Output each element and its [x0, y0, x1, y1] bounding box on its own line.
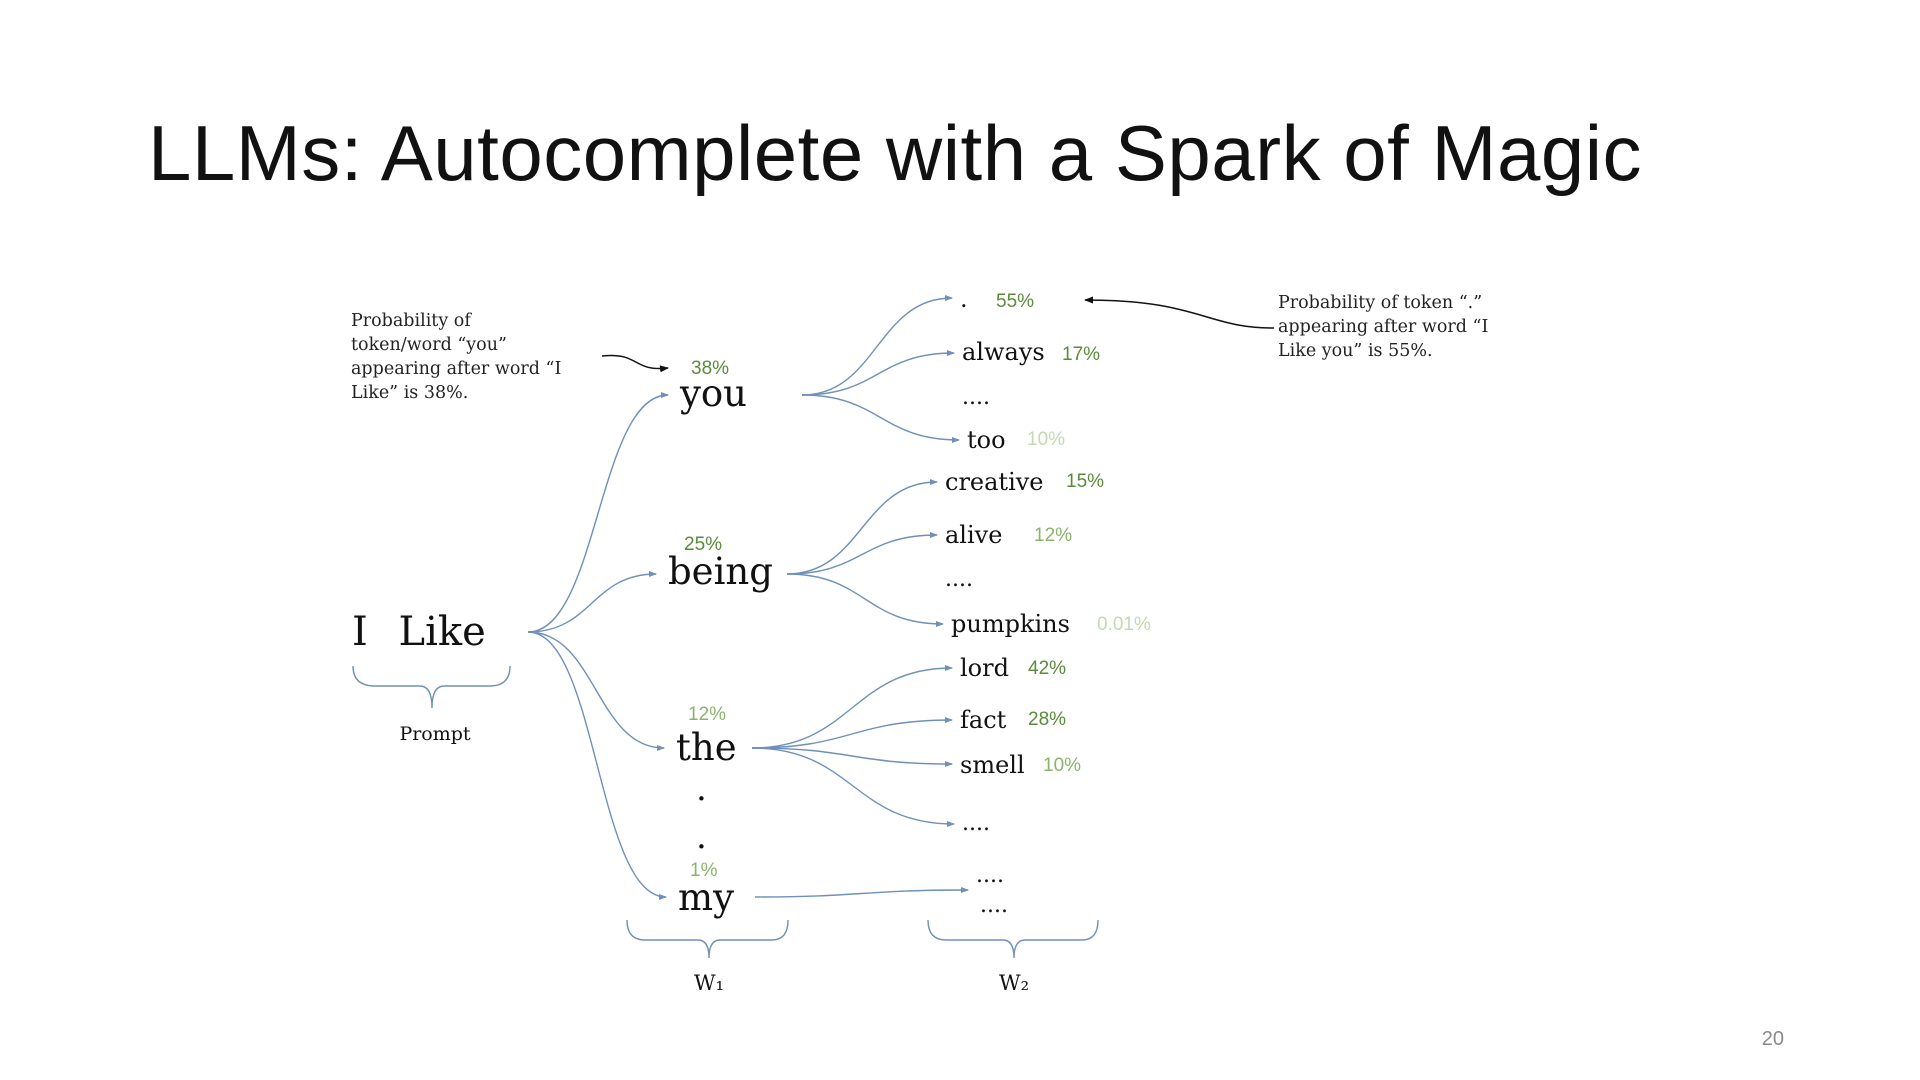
w2-word-too: too [967, 426, 1006, 454]
branch-arrow [527, 392, 669, 633]
w1-probability: 1% [690, 860, 718, 881]
branch-arrow [751, 717, 953, 749]
w2-probability: 17% [1062, 344, 1100, 365]
branch-arrow [527, 571, 657, 633]
branch-arrow [754, 887, 969, 898]
annotation-left-line: Like” is 38%. [351, 383, 468, 403]
branch-arrow [801, 394, 960, 443]
w2-ellipsis: .... [962, 811, 990, 836]
w2-ellipsis: .... [976, 863, 1004, 888]
w1-probability: 25% [684, 534, 722, 555]
w2-ellipsis: .... [945, 567, 973, 592]
w2-probability: 10% [1027, 429, 1065, 450]
w1-word-my: my [678, 876, 734, 919]
annotation-right-line: Like you” is 55%. [1278, 341, 1433, 361]
vertical-ellipsis-dot: . [696, 817, 707, 857]
w2-probability: 28% [1028, 709, 1066, 730]
w1-probability: 12% [688, 704, 726, 725]
page-number: 20 [1761, 1028, 1784, 1050]
w2-brace [927, 919, 1099, 959]
annotation-left-arrow [601, 354, 669, 373]
w2-label: W₂ [999, 971, 1029, 995]
vertical-ellipsis-dot: . [696, 769, 707, 809]
branch-arrow [751, 747, 953, 767]
w2-probability: 55% [996, 291, 1034, 312]
w2-probability: 10% [1043, 755, 1081, 776]
w1-word-the: the [676, 726, 737, 769]
w2-word-always: always [962, 338, 1045, 366]
branch-arrow [751, 747, 955, 827]
annotation-right-arrow [1084, 296, 1275, 329]
w2-word-lord: lord [960, 654, 1009, 682]
annotation-left-line: appearing after word “I [351, 359, 561, 379]
slide-title: LLMs: Autocomplete with a Spark of Magic [148, 109, 1643, 197]
w2-word-alive: alive [945, 521, 1002, 549]
branch-arrow [786, 573, 944, 627]
annotation-right-line: appearing after word “I [1278, 317, 1488, 337]
branch-arrow [786, 479, 938, 575]
w2-word-period: . [960, 285, 968, 313]
w1-probability: 38% [691, 358, 729, 379]
w1-label: W₁ [694, 971, 724, 995]
w2-probability: 0.01% [1097, 614, 1151, 635]
w2-ellipsis: .... [962, 385, 990, 410]
branch-arrow [527, 631, 667, 900]
prompt-label: Prompt [399, 723, 470, 745]
w2-ellipsis: .... [980, 893, 1008, 918]
w1-word-you: you [679, 372, 747, 415]
w2-word-fact: fact [960, 706, 1007, 734]
branch-arrow [786, 532, 938, 575]
w1-brace [626, 919, 789, 959]
connectors [527, 295, 969, 900]
branch-arrow [801, 295, 953, 396]
annotation-left-line: Probability of [351, 311, 472, 331]
branch-arrow [801, 350, 955, 396]
annotation-right: Probability of token “.” appearing after… [1278, 293, 1494, 361]
prompt-text: I Like [352, 609, 486, 655]
w2-probability: 42% [1028, 658, 1066, 679]
w1-word-being: being [668, 550, 773, 593]
branch-arrow [527, 631, 665, 751]
w2-word-creative: creative [945, 468, 1044, 496]
w2-probability: 15% [1066, 471, 1104, 492]
annotation-right-line: Probability of token “.” [1278, 293, 1482, 313]
prompt-brace [352, 665, 511, 709]
w2-word-smell: smell [960, 751, 1025, 779]
branch-arrow [751, 665, 953, 749]
annotation-left-line: token/word “you” [351, 335, 507, 355]
w2-probability: 12% [1034, 525, 1072, 546]
annotation-left: Probability of token/word “you” appearin… [351, 311, 567, 403]
w2-word-pumpkins: pumpkins [951, 610, 1070, 638]
